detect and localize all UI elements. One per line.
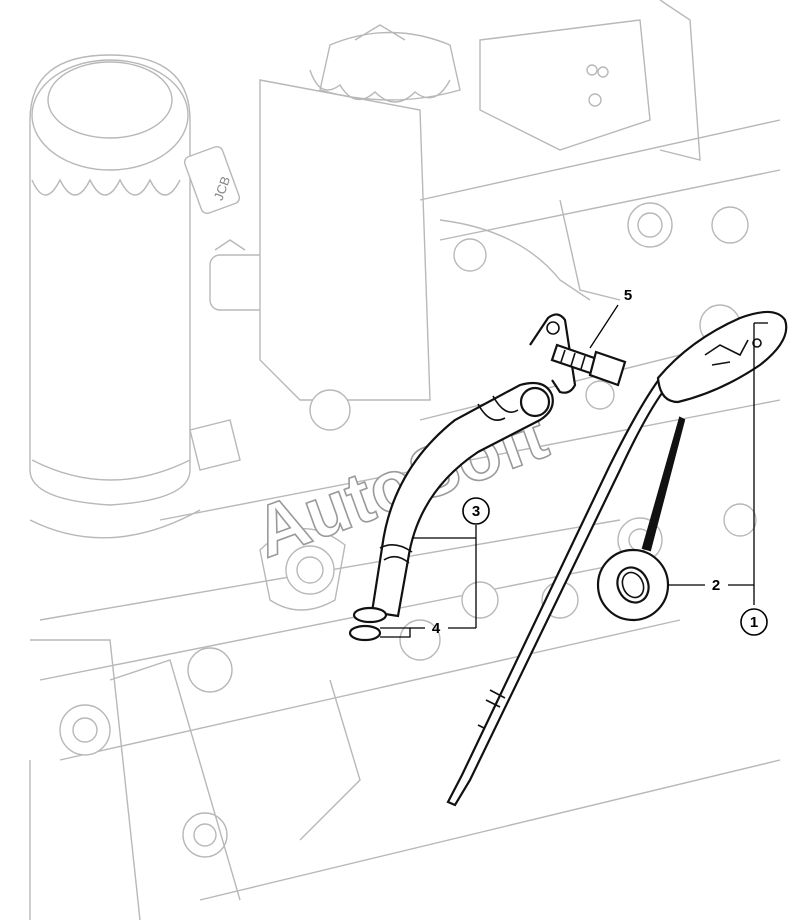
svg-text:3: 3: [472, 503, 480, 520]
svg-text:5: 5: [624, 287, 632, 304]
svg-text:2: 2: [712, 577, 720, 594]
block-bosses: [59, 202, 757, 858]
leader-lines: [380, 304, 768, 638]
mounting-bolt: [550, 343, 627, 387]
oil-filter: [29, 54, 201, 539]
engine-block-background: JCB: [29, 0, 781, 921]
callout-1: 1: [740, 608, 768, 636]
callout-2: 2: [712, 577, 720, 594]
upper-bracket: [479, 0, 701, 161]
lower-structure: [29, 419, 361, 921]
seal-ring-detail: [596, 416, 686, 622]
svg-text:1: 1: [750, 614, 758, 631]
tube-o-rings: [348, 606, 388, 642]
callout-5: 5: [624, 287, 632, 304]
central-housing: [259, 24, 461, 401]
jcb-marking: JCB: [183, 145, 241, 215]
dipstick-guide-tube: [370, 313, 577, 618]
callout-4: 4: [432, 620, 441, 637]
svg-text:4: 4: [432, 620, 441, 637]
callout-3: 3: [462, 497, 490, 525]
